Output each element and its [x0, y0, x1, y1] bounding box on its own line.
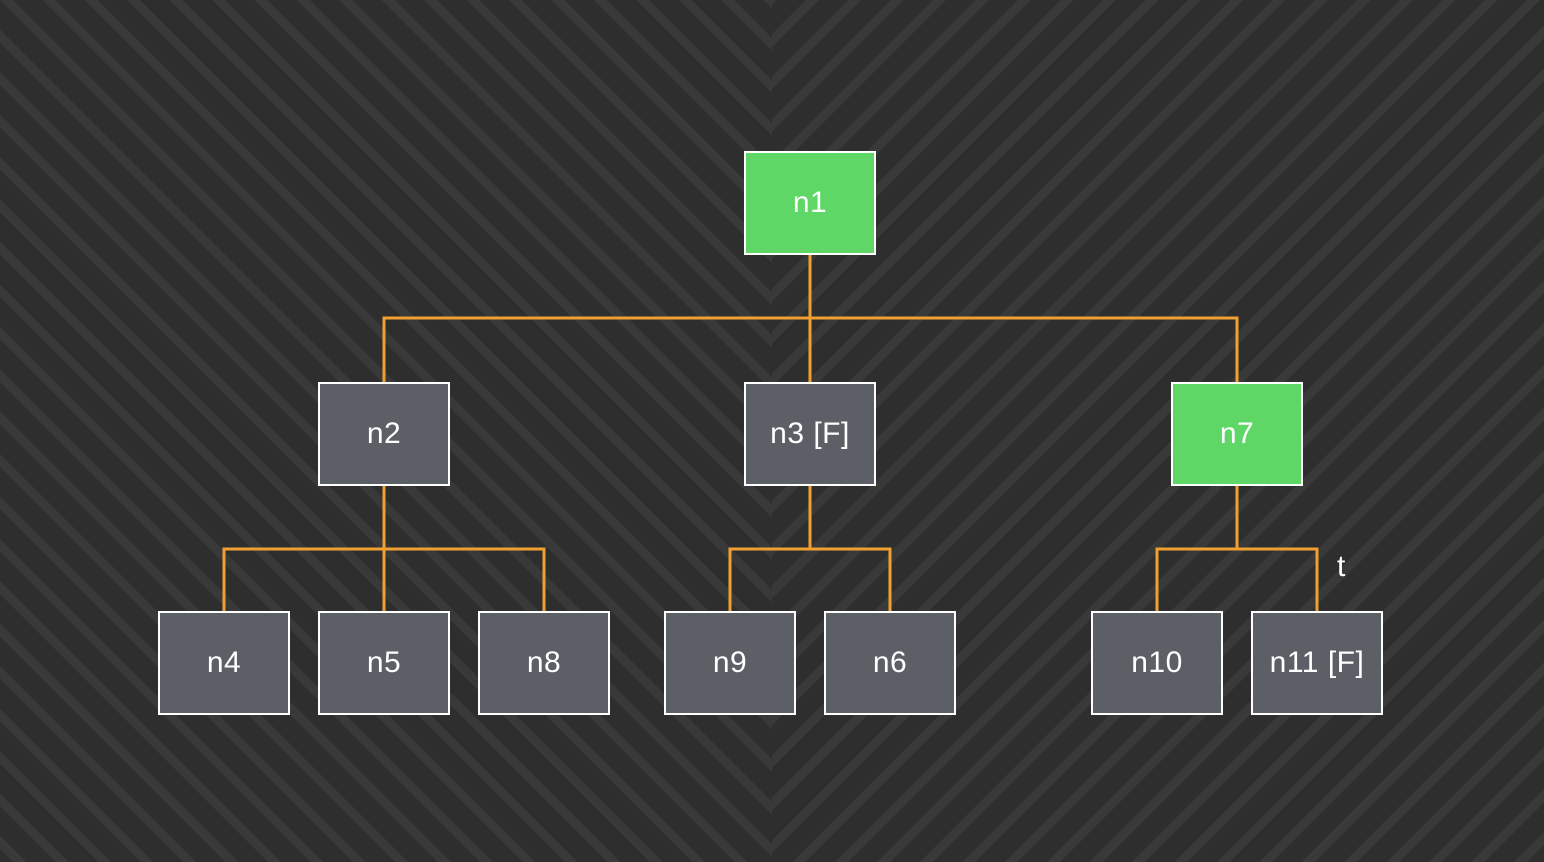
node-n2[interactable]: n2	[318, 382, 450, 486]
node-n11[interactable]: n11 [F]	[1251, 611, 1383, 715]
edge-n2-n8	[382, 486, 546, 611]
edge-n7-n11	[1235, 486, 1319, 611]
node-n3[interactable]: n3 [F]	[744, 382, 876, 486]
edge-n3-n6	[808, 486, 892, 611]
edge-n1-n2	[382, 255, 812, 382]
node-n7[interactable]: n7	[1171, 382, 1303, 486]
node-n10[interactable]: n10	[1091, 611, 1223, 715]
node-n1[interactable]: n1	[744, 151, 876, 255]
edge-label-t: t	[1337, 550, 1346, 583]
edge-n3-n9	[728, 486, 812, 611]
node-n4[interactable]: n4	[158, 611, 290, 715]
node-n5[interactable]: n5	[318, 611, 450, 715]
edge-n1-n7	[808, 255, 1239, 382]
node-n9[interactable]: n9	[664, 611, 796, 715]
edge-n7-n10	[1155, 486, 1239, 611]
node-n8[interactable]: n8	[478, 611, 610, 715]
node-n6[interactable]: n6	[824, 611, 956, 715]
edge-n2-n4	[222, 486, 386, 611]
